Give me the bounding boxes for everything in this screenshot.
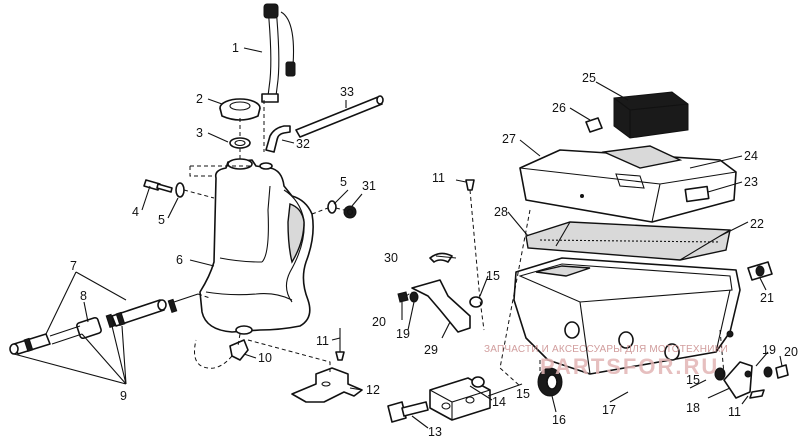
watermark: ЗАПЧАСТИ И АКСЕССУАРЫ ДЛЯ МОТОТЕХНИКИ PA… <box>484 344 728 379</box>
callout-15-top: 15 <box>486 269 500 283</box>
foam-prefilter <box>613 91 689 139</box>
callout-32: 32 <box>296 137 310 151</box>
elbow-fitting <box>265 125 291 153</box>
callout-28: 28 <box>494 205 508 219</box>
callout-10: 10 <box>258 351 272 365</box>
tank-bracket <box>291 367 363 403</box>
callout-31: 31 <box>362 179 376 193</box>
fuel-tank <box>199 158 314 335</box>
airbox-lower-housing <box>513 257 741 375</box>
retaining-clip <box>429 252 453 263</box>
callout-7: 7 <box>70 259 77 273</box>
callout-14: 14 <box>492 395 506 409</box>
callout-17: 17 <box>602 403 616 417</box>
callout-4: 4 <box>132 205 139 219</box>
callout-20-left: 20 <box>372 315 386 329</box>
drain-fitting <box>747 261 773 281</box>
air-filter-element <box>525 221 731 261</box>
callout-13: 13 <box>428 425 442 436</box>
callout-3: 3 <box>196 126 203 140</box>
cap-gasket <box>229 137 251 149</box>
callout-15-right: 15 <box>686 373 700 387</box>
callout-25: 25 <box>582 71 596 85</box>
callout-8: 8 <box>80 289 87 303</box>
callout-9: 9 <box>120 389 127 403</box>
fuel-line-assembly <box>9 293 199 355</box>
callout-1: 1 <box>232 41 239 55</box>
callout-5-left: 5 <box>158 213 165 227</box>
watermark-line2: PARTSFOR.RU <box>540 354 719 379</box>
airbox-bracket <box>411 279 483 333</box>
callout-15-mid: 15 <box>516 387 530 401</box>
tank-mount-bolt <box>143 179 185 198</box>
callout-12: 12 <box>366 383 380 397</box>
mount-screw-upper <box>465 179 475 191</box>
callout-26: 26 <box>552 101 566 115</box>
callout-23: 23 <box>744 175 758 189</box>
callout-27: 27 <box>502 132 516 146</box>
rubber-mount <box>429 376 491 421</box>
callout-30: 30 <box>384 251 398 265</box>
callout-11-top: 11 <box>432 171 445 185</box>
prefilter-clip <box>585 117 603 133</box>
bracket-bolt-left <box>397 291 419 303</box>
callout-labels: 1 2 3 4 5 5 6 7 8 9 10 11 11 11 12 13 14… <box>70 41 798 436</box>
mount-screw-lower <box>335 328 345 361</box>
callout-2: 2 <box>196 92 203 106</box>
outlet-fitting <box>229 339 249 361</box>
leader-lines <box>13 47 783 429</box>
callout-11-right: 11 <box>728 405 741 419</box>
callout-22: 22 <box>750 217 764 231</box>
callout-19-left: 19 <box>396 327 410 341</box>
callout-29: 29 <box>424 343 438 357</box>
grommet <box>537 367 563 397</box>
tank-mount-nut <box>327 200 357 219</box>
callout-20-right: 20 <box>784 345 798 359</box>
callout-5-right: 5 <box>340 175 347 189</box>
callout-24: 24 <box>744 149 758 163</box>
airbox-rear-bracket <box>714 330 789 399</box>
fuel-cap <box>219 98 261 121</box>
watermark-line1: ЗАПЧАСТИ И АКСЕССУАРЫ ДЛЯ МОТОТЕХНИКИ <box>484 344 728 355</box>
fuel-sender-cable <box>261 3 296 103</box>
callout-11-mid: 11 <box>316 334 329 348</box>
callout-19-right: 19 <box>762 343 776 357</box>
bracket-bolt <box>387 401 429 423</box>
callout-21: 21 <box>760 291 774 305</box>
airbox-cover <box>519 145 737 223</box>
callout-33: 33 <box>340 85 354 99</box>
callout-6: 6 <box>176 253 183 267</box>
callout-18: 18 <box>686 401 700 415</box>
vent-hose <box>295 95 384 138</box>
callout-16: 16 <box>552 413 566 427</box>
alignment-lines <box>183 100 725 387</box>
